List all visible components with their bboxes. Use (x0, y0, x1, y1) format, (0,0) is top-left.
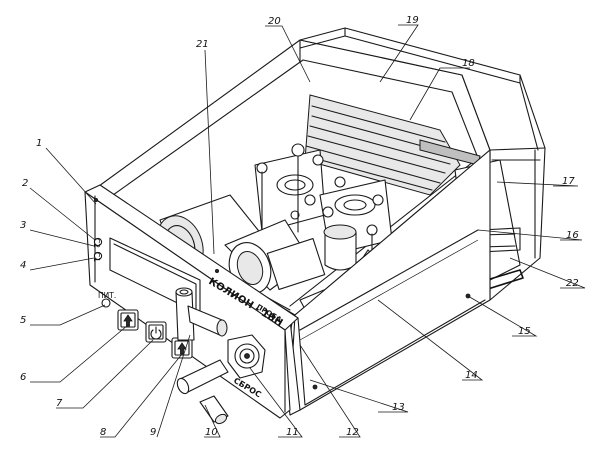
callout-leaders (29, 24, 586, 438)
led-c2-label: С2 (92, 238, 101, 248)
callout-6: 6 (20, 372, 26, 383)
led-c2 (93, 237, 103, 247)
callout-19: 19 (406, 15, 419, 26)
callout-3: 3 (20, 220, 26, 231)
probe-inlet[interactable] (175, 287, 228, 341)
callout-17: 17 (562, 176, 575, 187)
front-panel (84, 184, 299, 425)
callout-1: 1 (36, 138, 42, 149)
callout-9: 9 (150, 427, 156, 438)
callout-4: 4 (20, 260, 26, 271)
callout-10: 10 (205, 427, 218, 438)
button-power[interactable] (145, 321, 167, 343)
callout-16: 16 (566, 230, 579, 241)
callout-7: 7 (56, 398, 63, 409)
callout-22: 22 (566, 278, 579, 289)
callout-5: 5 (20, 315, 26, 326)
rear-frame (299, 27, 546, 301)
heat-sink (304, 94, 481, 196)
exhaust-outlet[interactable] (175, 359, 229, 425)
callout-2: 2 (22, 178, 28, 189)
callout-18: 18 (462, 58, 475, 69)
callout-numbers: 1 2 3 4 5 6 7 8 9 10 11 12 13 14 15 16 1… (20, 15, 579, 438)
led-power (101, 298, 111, 308)
button-up[interactable] (117, 309, 139, 331)
power-label: ПИТ. (98, 291, 116, 300)
callout-13: 13 (392, 402, 405, 413)
callout-11: 11 (286, 427, 299, 438)
reset-connector[interactable] (227, 334, 266, 379)
callout-15: 15 (518, 326, 531, 337)
button-down[interactable] (171, 337, 193, 359)
led-c1 (93, 251, 103, 261)
callout-8: 8 (100, 427, 106, 438)
callout-14: 14 (465, 370, 478, 381)
callout-20: 20 (268, 16, 281, 27)
callout-12: 12 (346, 427, 359, 438)
callout-21: 21 (196, 39, 209, 50)
led-c1-label: С1 (92, 252, 101, 262)
